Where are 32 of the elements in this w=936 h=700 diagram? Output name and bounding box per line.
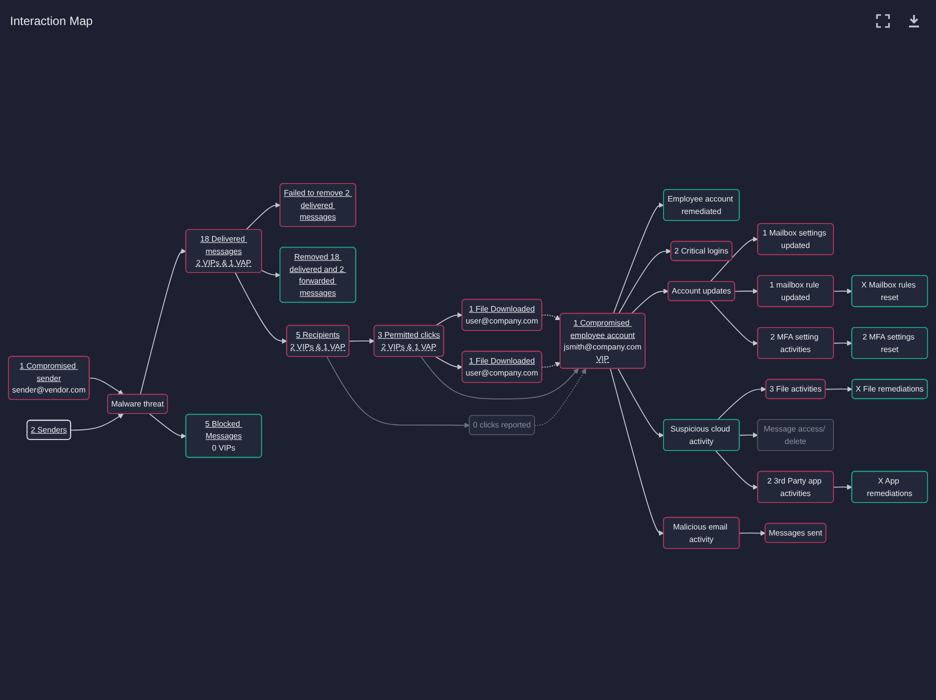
arrow (542, 362, 561, 368)
arrow (612, 202, 664, 314)
arrow (631, 288, 669, 314)
arrow (717, 386, 766, 420)
arrow (246, 202, 280, 230)
arrow (734, 288, 758, 294)
arrow (149, 413, 186, 439)
arrow (435, 356, 463, 370)
arrow (420, 356, 579, 400)
arrow (618, 368, 664, 438)
arrow (234, 272, 288, 344)
arrow (833, 484, 852, 490)
arrow (739, 530, 766, 536)
arrow (715, 450, 758, 490)
arrow (710, 300, 758, 346)
arrow (710, 236, 758, 282)
diagram-title: Interaction Map (10, 14, 93, 28)
arrow (261, 270, 280, 278)
arrow (833, 288, 852, 294)
arrow (140, 248, 186, 396)
arrow (70, 414, 124, 431)
arrow (89, 378, 124, 395)
arrow (534, 368, 586, 426)
arrow (833, 340, 852, 346)
arrow (348, 338, 375, 344)
arrow (825, 386, 853, 392)
arrow (610, 368, 664, 536)
arrow (326, 356, 470, 428)
arrow (739, 432, 758, 438)
arrow (435, 312, 463, 326)
arrow (618, 248, 672, 314)
arrow (542, 314, 561, 320)
